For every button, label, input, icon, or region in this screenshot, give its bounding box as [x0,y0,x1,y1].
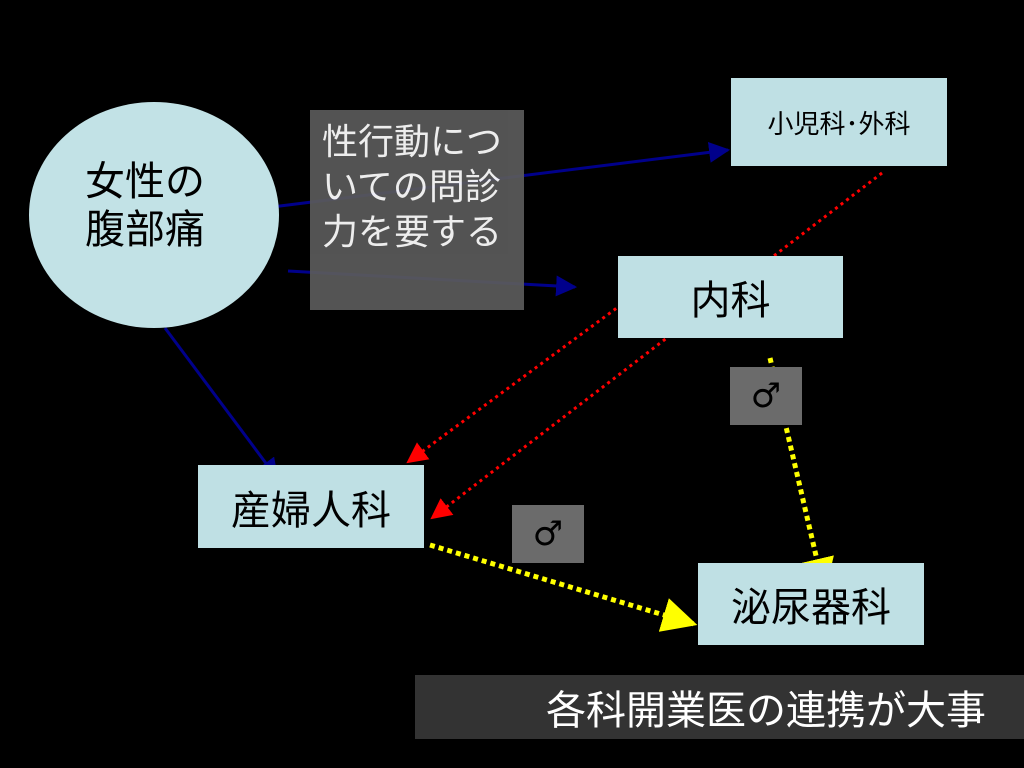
history-taking-note-text: 性行動についての問診力を要する [322,122,503,253]
yellow-arrow-sanfujinka-to-hinyouki [429,542,698,632]
male-symbol-icon: ♂ [750,376,782,416]
internal-medicine-node: 内科 [618,256,843,338]
obstetrics-gynecology-label: 産婦人科 [231,487,391,534]
male-symbol-badge: ♂ [730,367,802,425]
internal-medicine-label: 内科 [690,278,771,324]
pediatrics-surgery-label: 小児科･外科 [767,109,911,140]
footer-text: 各科開業医の連携が大事 [546,688,986,734]
male-symbol-icon: ♂ [532,514,564,554]
arrow-to-sanfujinka [163,327,279,480]
urology-node: 泌尿器科 [698,563,924,645]
footer-banner: 各科開業医の連携が大事 [415,675,1024,739]
male-symbol-badge: ♂ [512,505,584,563]
urology-label: 泌尿器科 [731,585,891,631]
female-abdominal-pain-node: 女性の腹部痛 [29,102,279,328]
female-abdominal-pain-label: 女性の腹部痛 [85,159,205,253]
pediatrics-surgery-node: 小児科･外科 [731,78,947,166]
red-arrow-naika-to-sanfujinka [406,294,634,464]
history-taking-note: 性行動についての問診力を要する [310,110,524,310]
obstetrics-gynecology-node: 産婦人科 [198,465,424,548]
